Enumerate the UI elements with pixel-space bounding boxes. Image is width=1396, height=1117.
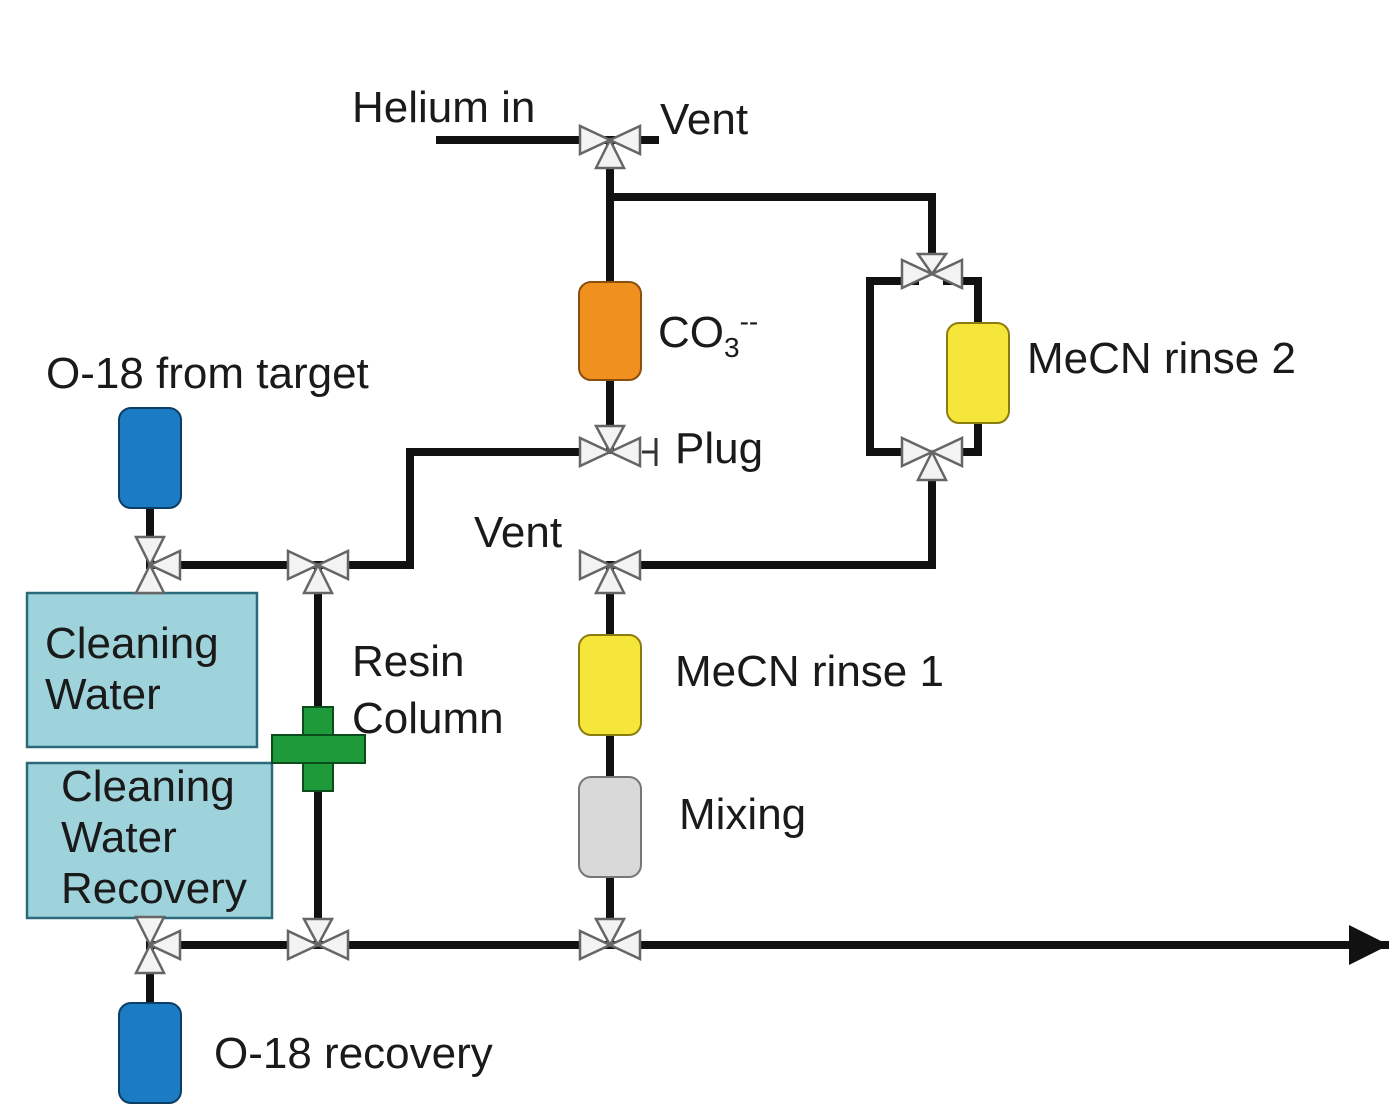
mecn-rinse-2-label: MeCN rinse 2 [1027, 334, 1296, 383]
cleaning-water-label-line1: Cleaning [45, 619, 219, 668]
plug-valve-to-resin-line [146, 448, 602, 569]
valve-mixing-outlet[interactable] [578, 917, 642, 961]
rinse2-bypass-top-line [606, 193, 936, 272]
valve-o18-recovery[interactable] [133, 915, 182, 975]
cleaning-water-box [25, 591, 259, 749]
o18-recovery-vial [118, 1002, 182, 1104]
mecn-rinse-2-cartridge [946, 322, 1010, 424]
valve-vent[interactable] [578, 549, 642, 595]
mecn-rinse-1-label: MeCN rinse 1 [675, 647, 944, 696]
plug-label: Plug [675, 424, 763, 473]
resin-column-label-line2: Column [352, 694, 504, 743]
carbonate-label: CO3-- [658, 306, 758, 363]
resin-column [271, 706, 366, 792]
vent-top-label: Vent [660, 95, 748, 144]
mixing-label: Mixing [679, 790, 806, 839]
resin-column-label-line1: Resin [352, 637, 465, 686]
carbonate-label-main: CO [658, 308, 724, 357]
cleaning-recovery-label-line2: Water [61, 813, 177, 862]
helium-in-label: Helium in [352, 83, 535, 132]
pipes [146, 136, 1389, 1014]
o18-recovery-label: O-18 recovery [214, 1029, 493, 1078]
valve-plug[interactable] [578, 424, 642, 468]
mecn-rinse-1-cartridge [578, 634, 642, 736]
mixing-vessel [578, 776, 642, 878]
valve-o18-target[interactable] [133, 535, 182, 595]
cleaning-recovery-label-line1: Cleaning [61, 762, 235, 811]
cleaning-water-label-line2: Water [45, 670, 161, 719]
carbonate-label-sub: 3 [724, 332, 740, 363]
cleaning-recovery-label-line3: Recovery [61, 864, 247, 913]
plug-cap-icon [642, 438, 658, 466]
carbonate-cartridge [578, 281, 642, 381]
valve-rinse2-top[interactable] [900, 252, 964, 290]
o18-target-vial [118, 407, 182, 509]
vent-mid-label: Vent [474, 508, 562, 557]
carbonate-label-sup: -- [740, 306, 759, 337]
valve-resin-top[interactable] [286, 549, 350, 595]
rinse2-loop-left-line [866, 277, 919, 456]
o18-from-target-label: O-18 from target [46, 349, 369, 398]
valve-resin-bottom[interactable] [286, 917, 350, 961]
rinse2-return-line [606, 461, 936, 569]
valve-helium[interactable] [578, 124, 642, 170]
valve-rinse2-bottom[interactable] [900, 436, 964, 482]
